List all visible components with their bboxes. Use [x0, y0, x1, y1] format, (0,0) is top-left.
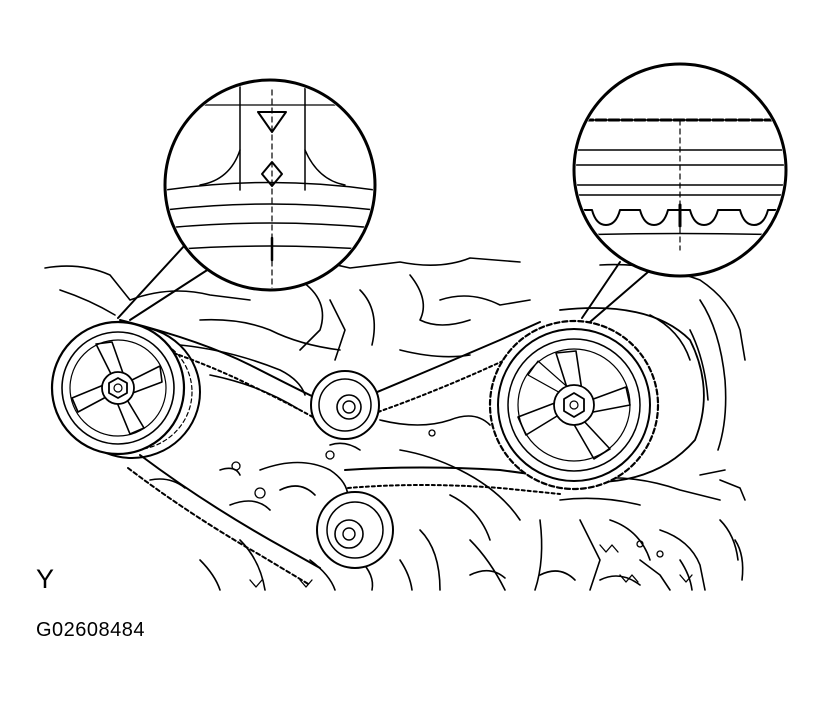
right-callout-magnifier [572, 62, 788, 323]
left-camshaft-pulley [50, 320, 201, 459]
right-camshaft-pulley [488, 319, 660, 491]
view-letter-label: Y [36, 564, 55, 594]
left-callout-magnifier [117, 78, 377, 321]
figure-code-label: G02608484 [36, 619, 146, 641]
engine-detail-marks [231, 429, 693, 588]
lower-idler-pulley [316, 491, 394, 569]
upper-idler-pulley [310, 370, 380, 440]
